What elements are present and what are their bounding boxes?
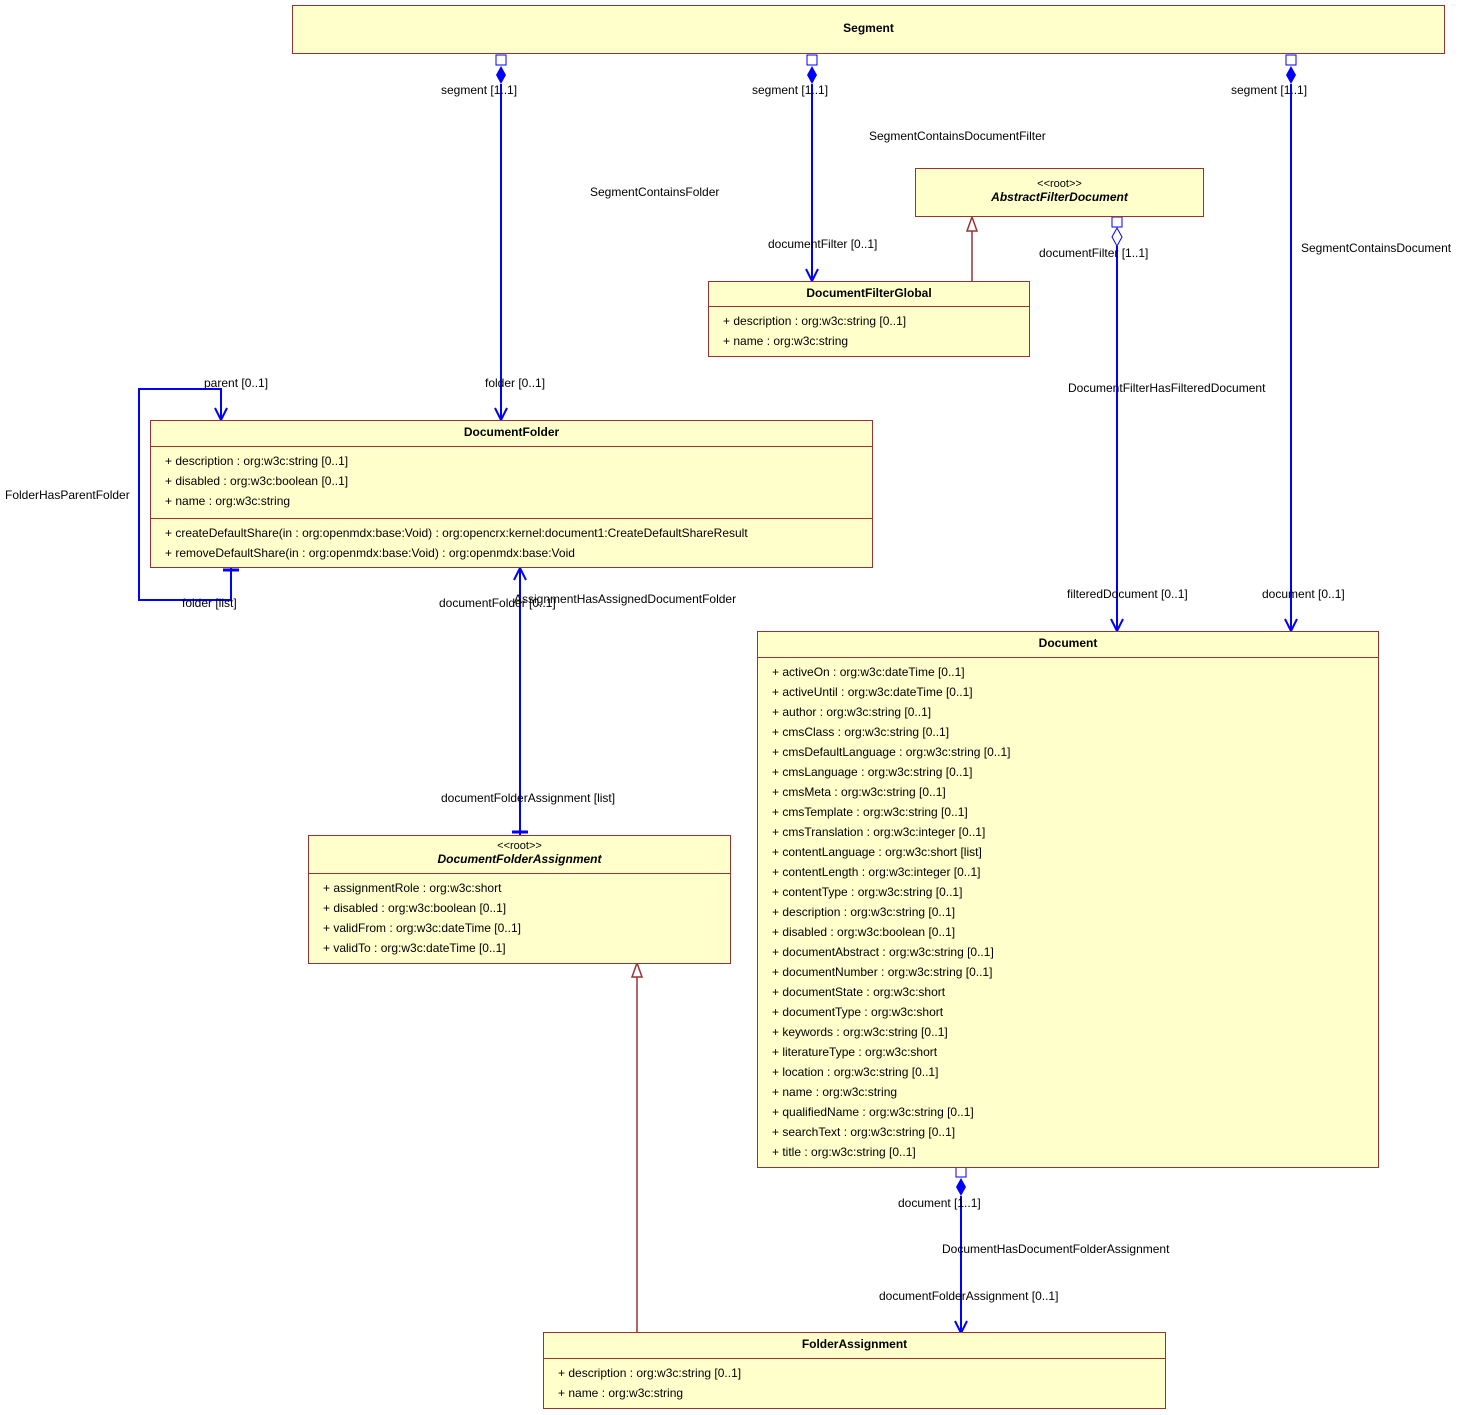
attribute-row: + searchText : org:w3c:string [0..1]: [772, 1125, 956, 1139]
operation-row: + removeDefaultShare(in : org:openmdx:ba…: [165, 546, 575, 560]
stereotype: <<root>>: [1037, 178, 1082, 190]
role-label-document-filter: documentFilter [1..1]: [1039, 246, 1149, 260]
attribute-row: + description : org:w3c:string [0..1]: [772, 905, 956, 919]
attribute-row: + literatureType : org:w3c:short: [772, 1045, 938, 1059]
class-title: DocumentFolderAssignment: [437, 852, 602, 866]
attribute-row: + name : org:w3c:string: [772, 1085, 898, 1099]
class-abstract-filter-document[interactable]: <<root>> AbstractFilterDocument: [915, 168, 1204, 217]
class-title: FolderAssignment: [801, 1337, 908, 1351]
segment-contains-document-line: [1284, 54, 1298, 634]
role-label-parent: parent [0..1]: [204, 376, 269, 390]
role-label-segment: segment [1..1]: [752, 83, 829, 97]
association-name-label: SegmentContainsDocument: [1301, 241, 1452, 255]
attribute-row: + contentLanguage : org:w3c:short [list]: [772, 845, 982, 859]
class-folder-assignment[interactable]: FolderAssignment + description : org:w3c…: [543, 1332, 1166, 1409]
attribute-row: + cmsDefaultLanguage : org:w3c:string [0…: [772, 745, 1011, 759]
attribute-row: + description : org:w3c:string [0..1]: [165, 454, 349, 468]
operation-row: + createDefaultShare(in : org:openmdx:ba…: [165, 526, 748, 540]
attribute-row: + validFrom : org:w3c:dateTime [0..1]: [323, 921, 521, 935]
folder-assignment-generalization-line: [630, 960, 644, 1333]
attribute-list: + assignmentRole : org:w3c:short + disabl…: [309, 874, 730, 962]
role-label-folder: folder [0..1]: [485, 376, 546, 390]
association-name-label: DocumentFilterHasFilteredDocument: [1068, 381, 1266, 395]
association-name-label: DocumentHasDocumentFolderAssignment: [942, 1242, 1170, 1256]
attribute-row: + documentAbstract : org:w3c:string [0..…: [772, 945, 994, 959]
attribute-list: + description : org:w3c:string [0..1] + n…: [544, 1359, 1165, 1407]
class-document-filter-global[interactable]: DocumentFilterGlobal + description : org…: [708, 281, 1030, 357]
association-name-label: FolderHasParentFolder: [5, 488, 130, 502]
attribute-row: + disabled : org:w3c:boolean [0..1]: [772, 925, 956, 939]
attribute-list: + activeOn : org:w3c:dateTime [0..1] + ac…: [758, 658, 1378, 1166]
role-label-folder-list: folder [list]: [182, 596, 237, 610]
attribute-row: + cmsLanguage : org:w3c:string [0..1]: [772, 765, 973, 779]
attribute-row: + activeOn : org:w3c:dateTime [0..1]: [772, 665, 965, 679]
attribute-row: + documentType : org:w3c:short: [772, 1005, 944, 1019]
class-document[interactable]: Document + activeOn : org:w3c:dateTime […: [757, 631, 1379, 1168]
assignment-has-assigned-folder-line: [512, 565, 528, 835]
attribute-row: + name : org:w3c:string: [558, 1386, 684, 1400]
attribute-row: + validTo : org:w3c:dateTime [0..1]: [323, 941, 506, 955]
class-title: DocumentFilterGlobal: [806, 286, 932, 300]
attribute-row: + author : org:w3c:string [0..1]: [772, 705, 932, 719]
class-title: Document: [1038, 636, 1098, 650]
role-label-document-folder: documentFolder [0..1]: [439, 596, 556, 610]
attribute-row: + cmsMeta : org:w3c:string [0..1]: [772, 785, 946, 799]
attribute-row: + qualifiedName : org:w3c:string [0..1]: [772, 1105, 974, 1119]
document-filter-has-filtered-document-line: [1110, 216, 1124, 634]
role-label-filtered-document: filteredDocument [0..1]: [1067, 587, 1188, 601]
attribute-row: + name : org:w3c:string: [165, 494, 291, 508]
attribute-list: + description : org:w3c:string [0..1] + d…: [151, 447, 872, 518]
attribute-row: + title : org:w3c:string [0..1]: [772, 1145, 916, 1159]
attribute-row: + disabled : org:w3c:boolean [0..1]: [165, 474, 349, 488]
attribute-row: + documentState : org:w3c:short: [772, 985, 946, 999]
attribute-row: + cmsTemplate : org:w3c:string [0..1]: [772, 805, 968, 819]
attribute-row: + name : org:w3c:string: [723, 334, 849, 348]
class-title: AbstractFilterDocument: [991, 190, 1128, 204]
association-name-label: AssignmentHasAssignedDocumentFolder: [514, 592, 737, 606]
role-label-document: document [0..1]: [1262, 587, 1345, 601]
attribute-row: + assignmentRole : org:w3c:short: [323, 881, 502, 895]
attribute-row: + activeUntil : org:w3c:dateTime [0..1]: [772, 685, 973, 699]
association-name-label: SegmentContainsDocumentFilter: [869, 129, 1046, 143]
attribute-row: + cmsClass : org:w3c:string [0..1]: [772, 725, 950, 739]
attribute-row: + description : org:w3c:string [0..1]: [723, 314, 907, 328]
role-label-segment: segment [1..1]: [441, 83, 518, 97]
attribute-row: + contentLength : org:w3c:integer [0..1]: [772, 865, 981, 879]
segment-contains-folder-line: [494, 54, 508, 423]
class-segment[interactable]: Segment: [292, 5, 1445, 54]
filter-global-generalization-line: [965, 214, 979, 281]
role-label-document-filter: documentFilter [0..1]: [768, 237, 878, 251]
class-document-folder-assignment[interactable]: <<root>> DocumentFolderAssignment + assi…: [308, 835, 731, 964]
role-label-document-folder-assignment: documentFolderAssignment [0..1]: [879, 1289, 1059, 1303]
attribute-row: + disabled : org:w3c:boolean [0..1]: [323, 901, 507, 915]
attribute-row: + cmsTranslation : org:w3c:integer [0..1…: [772, 825, 986, 839]
attribute-row: + documentNumber : org:w3c:string [0..1]: [772, 965, 993, 979]
attribute-row: + description : org:w3c:string [0..1]: [558, 1366, 742, 1380]
operation-list: + createDefaultShare(in : org:openmdx:ba…: [151, 518, 872, 567]
role-label-segment: segment [1..1]: [1231, 83, 1308, 97]
class-title: Segment: [843, 21, 894, 35]
attribute-row: + contentType : org:w3c:string [0..1]: [772, 885, 963, 899]
attribute-row: + keywords : org:w3c:string [0..1]: [772, 1025, 948, 1039]
class-title: DocumentFolder: [463, 425, 560, 439]
stereotype: <<root>>: [497, 840, 542, 852]
role-label-document: document [1..1]: [898, 1196, 981, 1210]
attribute-list: + description : org:w3c:string [0..1] + n…: [709, 307, 1029, 355]
role-label-document-folder-assignment: documentFolderAssignment [list]: [441, 791, 616, 805]
class-document-folder[interactable]: DocumentFolder + description : org:w3c:s…: [150, 420, 873, 568]
association-name-label: SegmentContainsFolder: [590, 185, 720, 199]
attribute-row: + location : org:w3c:string [0..1]: [772, 1065, 939, 1079]
